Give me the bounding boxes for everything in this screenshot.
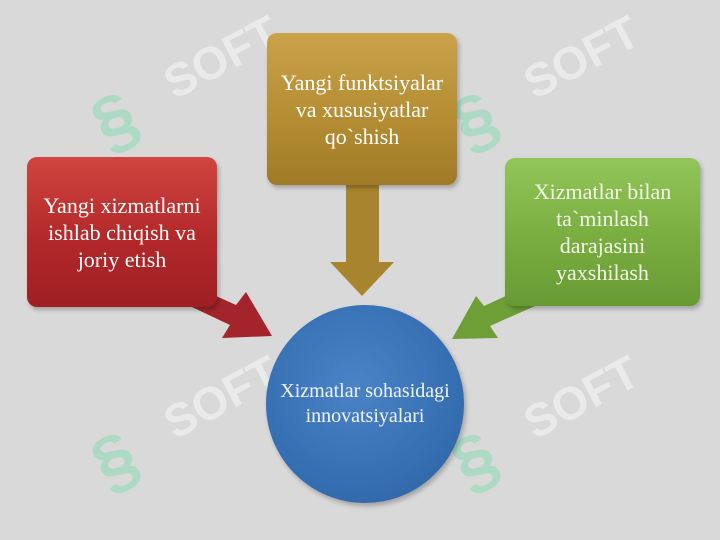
- box-new-services: Yangi xizmatlarni ishlab chiqish va jori…: [27, 157, 217, 307]
- center-circle-label: Xizmatlar sohasidagi innovatsiyalari: [280, 380, 450, 427]
- box-new-services-label: Yangi xizmatlarni ishlab chiqish va jori…: [43, 192, 201, 272]
- box-new-functions-label: Yangi funktsiyalar va xususiyatlar qo`sh…: [280, 69, 444, 149]
- box-service-quality: Xizmatlar bilan ta`minlash darajasini ya…: [505, 158, 700, 306]
- arrow-gold: [330, 185, 394, 296]
- box-service-quality-label: Xizmatlar bilan ta`minlash darajasini ya…: [533, 179, 672, 285]
- center-circle: Xizmatlar sohasidagi innovatsiyalari: [266, 305, 464, 503]
- box-new-functions: Yangi funktsiyalar va xususiyatlar qo`sh…: [267, 33, 457, 185]
